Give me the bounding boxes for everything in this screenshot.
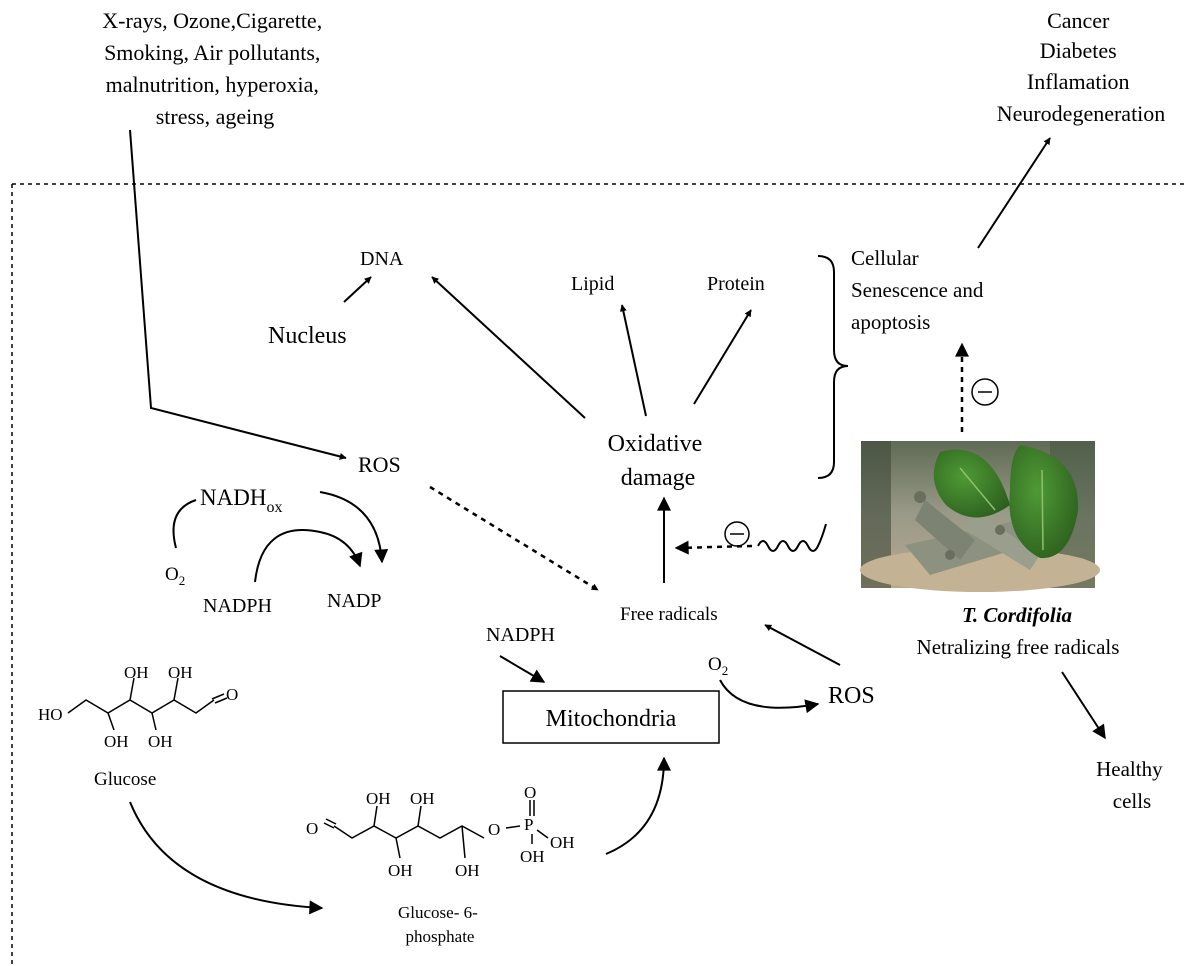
nucleus-label: Nucleus [268,323,347,349]
arrow-nadph-to-mitochondria [499,655,546,683]
arrow-inhibit-radicals [674,540,753,555]
wavy-inhibition-line [757,523,827,552]
glucose-label: Glucose [94,769,156,790]
healthy-cells-label: Healthy cells [1096,757,1168,813]
env-line-2: Smoking, Air pollutants, [104,40,320,65]
env-line-4: stress, ageing [156,104,275,129]
senescence-label: Cellular Senescence and apoptosis [851,246,989,334]
g6p-label: Glucose- 6- phosphate [398,903,482,946]
lipid-label: Lipid [571,273,614,295]
arrow-nadh-to-nadp [319,491,389,564]
plant-name-label: T. Cordifolia [962,603,1072,627]
nadh-label: NADHox [200,485,282,516]
env-line-3: malnutrition, hyperoxia, [106,72,319,97]
oxidative-damage-label: Oxidative damage [608,431,709,491]
nadp-label: NADP [327,590,381,612]
arrow-damage-to-protein [693,309,752,405]
svg-text:OH: OH [148,732,173,751]
arrow-ros-to-free-radicals [429,485,599,592]
inhibit-circle-left [724,521,750,547]
o2-mito-label: O2 [708,654,728,678]
svg-text:OH: OH [366,789,391,808]
svg-text:OH: OH [388,861,413,880]
inhibit-circle-top [971,378,999,406]
arrow-nucleus-to-dna [343,276,372,303]
svg-text:O: O [488,820,500,839]
svg-text:OH: OH [550,833,575,852]
arrow-damage-to-lipid [619,304,647,417]
env-line-1: X-rays, Ozone,Cigarette, [102,8,322,33]
cell-boundary [11,183,1185,966]
nadph-mito-label: NADPH [486,624,555,646]
arrow-damage-to-dna [431,276,586,419]
arrow-o2-to-ros [719,679,820,714]
svg-text:OH: OH [455,861,480,880]
arrow-environment-to-ros [129,129,347,460]
t-cordifolia-photo [860,441,1100,592]
g6p-structure: O OH OH OH OH O O P OH OH [306,783,575,880]
o2-left-label: O2 [165,564,185,588]
disease-3: Inflamation [1027,69,1130,94]
protein-label: Protein [707,273,765,295]
disease-1: Cancer [1047,8,1110,33]
leaf-icon [933,445,1079,559]
arrow-ros-to-free-radicals-bottom [764,624,841,666]
svg-text:O: O [524,783,536,802]
svg-text:O: O [226,685,238,704]
stem-icon [905,491,1040,575]
arrow-g6p-to-mitochondria [605,756,671,855]
arrow-o2-to-nadh [172,499,197,549]
mitochondria-label: Mitochondria [546,706,677,732]
svg-text:O: O [306,819,318,838]
dna-label: DNA [360,248,404,270]
ros-bottom-label: ROS [828,683,875,709]
arrow-senescence-to-diseases [977,137,1051,249]
mitochondria-box [502,690,720,744]
curly-brace [817,255,849,479]
arrow-to-healthy-cells [1061,671,1106,740]
svg-text:OH: OH [168,663,193,682]
svg-text:P: P [524,815,533,834]
arrow-nadph-to-nadp [254,529,363,583]
ros-top-label: ROS [358,452,401,477]
svg-text:OH: OH [104,732,129,751]
svg-text:OH: OH [124,663,149,682]
plant-role-label: Netralizing free radicals [917,635,1120,659]
nadph-left-label: NADPH [203,595,272,617]
arrow-glucose-to-g6p [129,801,324,915]
disease-list: Cancer Diabetes Inflamation Neurodegener… [997,8,1166,126]
svg-text:OH: OH [520,847,545,866]
environmental-factors: X-rays, Ozone,Cigarette, Smoking, Air po… [102,8,327,129]
disease-2: Diabetes [1040,38,1117,63]
svg-text:HO: HO [38,705,63,724]
glucose-structure: HO OH OH OH OH O [38,663,238,751]
free-radicals-label: Free radicals [620,604,718,625]
disease-4: Neurodegeneration [997,101,1166,126]
svg-text:OH: OH [410,789,435,808]
